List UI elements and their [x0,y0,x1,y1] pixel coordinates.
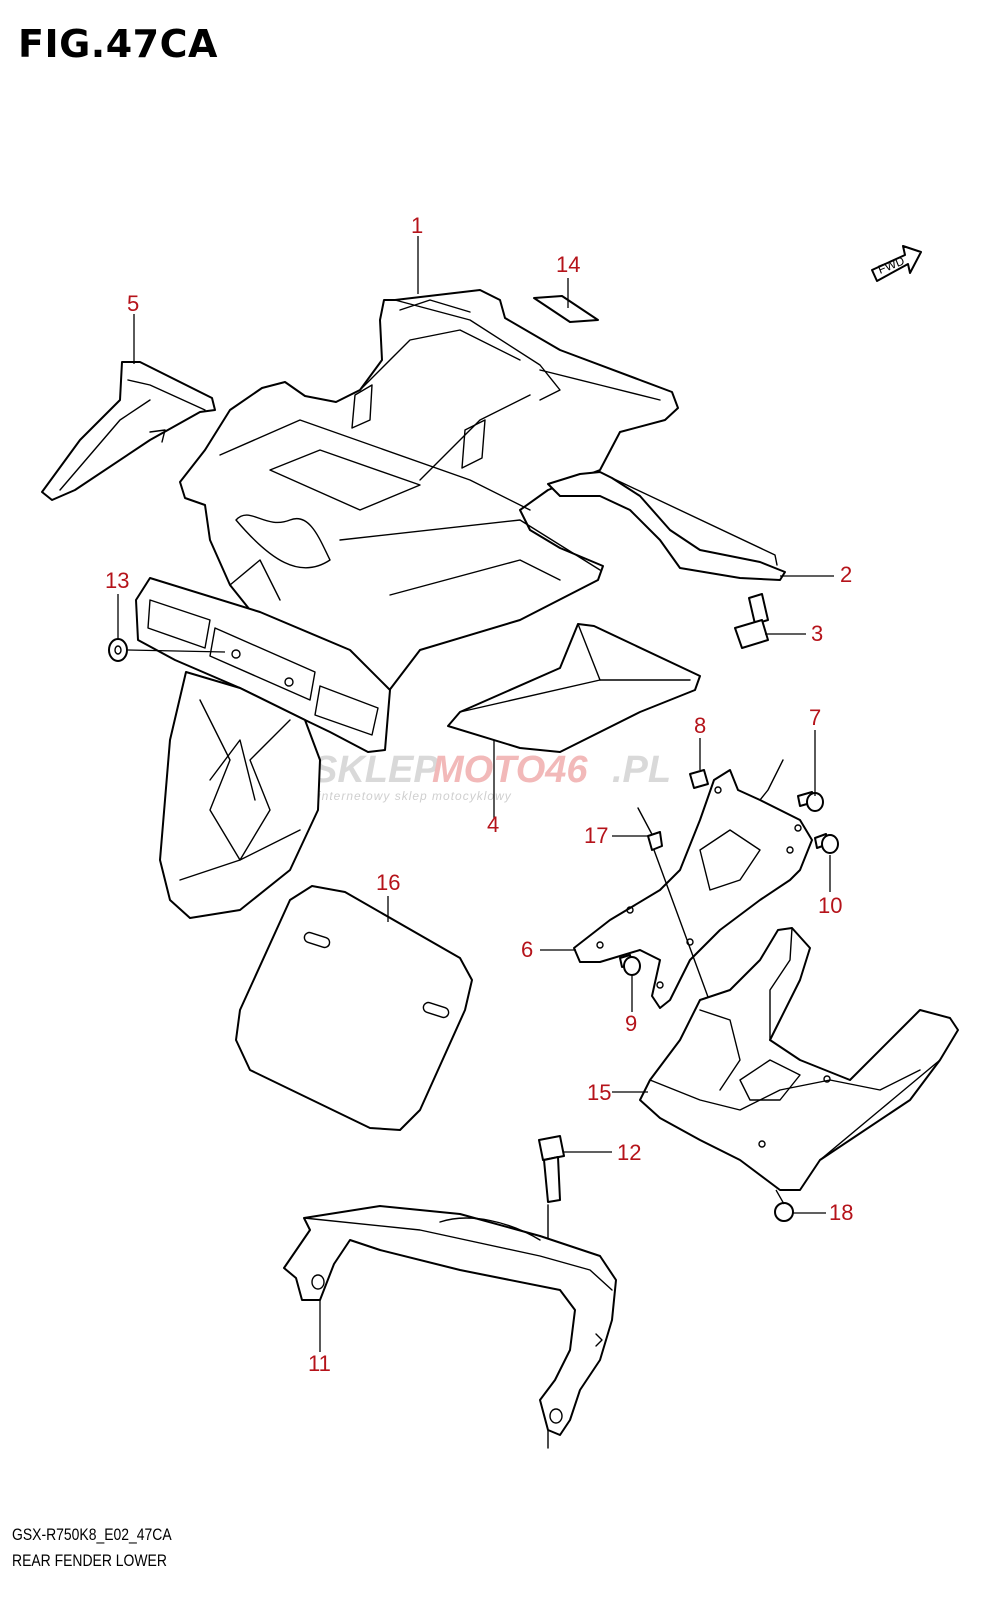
callout-17: 17 [584,823,608,848]
callout-11: 11 [308,1351,331,1376]
license-plate-holder [135,577,391,919]
part-5-bracket [41,361,216,501]
callout-8: 8 [694,713,706,738]
part-13-grommet [108,638,128,662]
watermark-tagline: internetowy sklep motocyklowy [318,789,512,803]
part-12-bolt [538,1135,565,1203]
part-10-screw [814,833,839,854]
fwd-arrow-icon: FWD [871,245,922,282]
callout-7: 7 [809,705,821,730]
watermark-brand-gray: SKLEP [312,749,439,791]
part-15-undertray [639,927,959,1191]
part-8-nut [689,769,709,789]
callout-3: 3 [811,621,823,646]
part-16-pad [235,885,473,1131]
part-4-cover [447,623,701,753]
part-11-inner-fender [283,1205,617,1449]
part-18-grommet [774,1202,794,1222]
part-3-bolt [734,593,769,649]
callout-12: 12 [617,1140,641,1165]
callout-4: 4 [487,812,499,837]
part-1-rear-fender [179,289,679,693]
callout-14: 14 [556,252,580,277]
part-14-label [533,295,599,323]
callout-5: 5 [127,291,139,316]
part-17-rivet [637,807,663,851]
callout-2: 2 [840,562,852,587]
figure-title: FIG.47CA [18,22,218,66]
section-name-label: REAR FENDER LOWER [12,1551,167,1570]
callout-numbers: 1 2 3 4 5 6 7 8 9 10 11 12 13 14 15 16 1… [105,213,853,1376]
model-code-label: GSX-R750K8_E02_47CA [12,1525,172,1544]
callout-6: 6 [521,937,533,962]
watermark-brand-tail: .PL [612,749,671,791]
callout-1: 1 [411,213,423,238]
callout-13: 13 [105,568,129,593]
callout-9: 9 [625,1011,637,1036]
callout-18: 18 [829,1200,853,1225]
callout-16: 16 [376,870,400,895]
part-2-stay [547,471,786,581]
watermark-brand-red: MOTO46 [432,749,588,791]
part-9-screw [619,954,641,976]
callout-15: 15 [587,1080,611,1105]
callout-10: 10 [818,893,842,918]
part-6-bracket [573,769,813,1009]
leader-lines [117,236,834,1352]
part-7-screw [797,791,824,812]
watermark: SKLEP MOTO46 .PL internetowy sklep motoc… [312,749,671,803]
